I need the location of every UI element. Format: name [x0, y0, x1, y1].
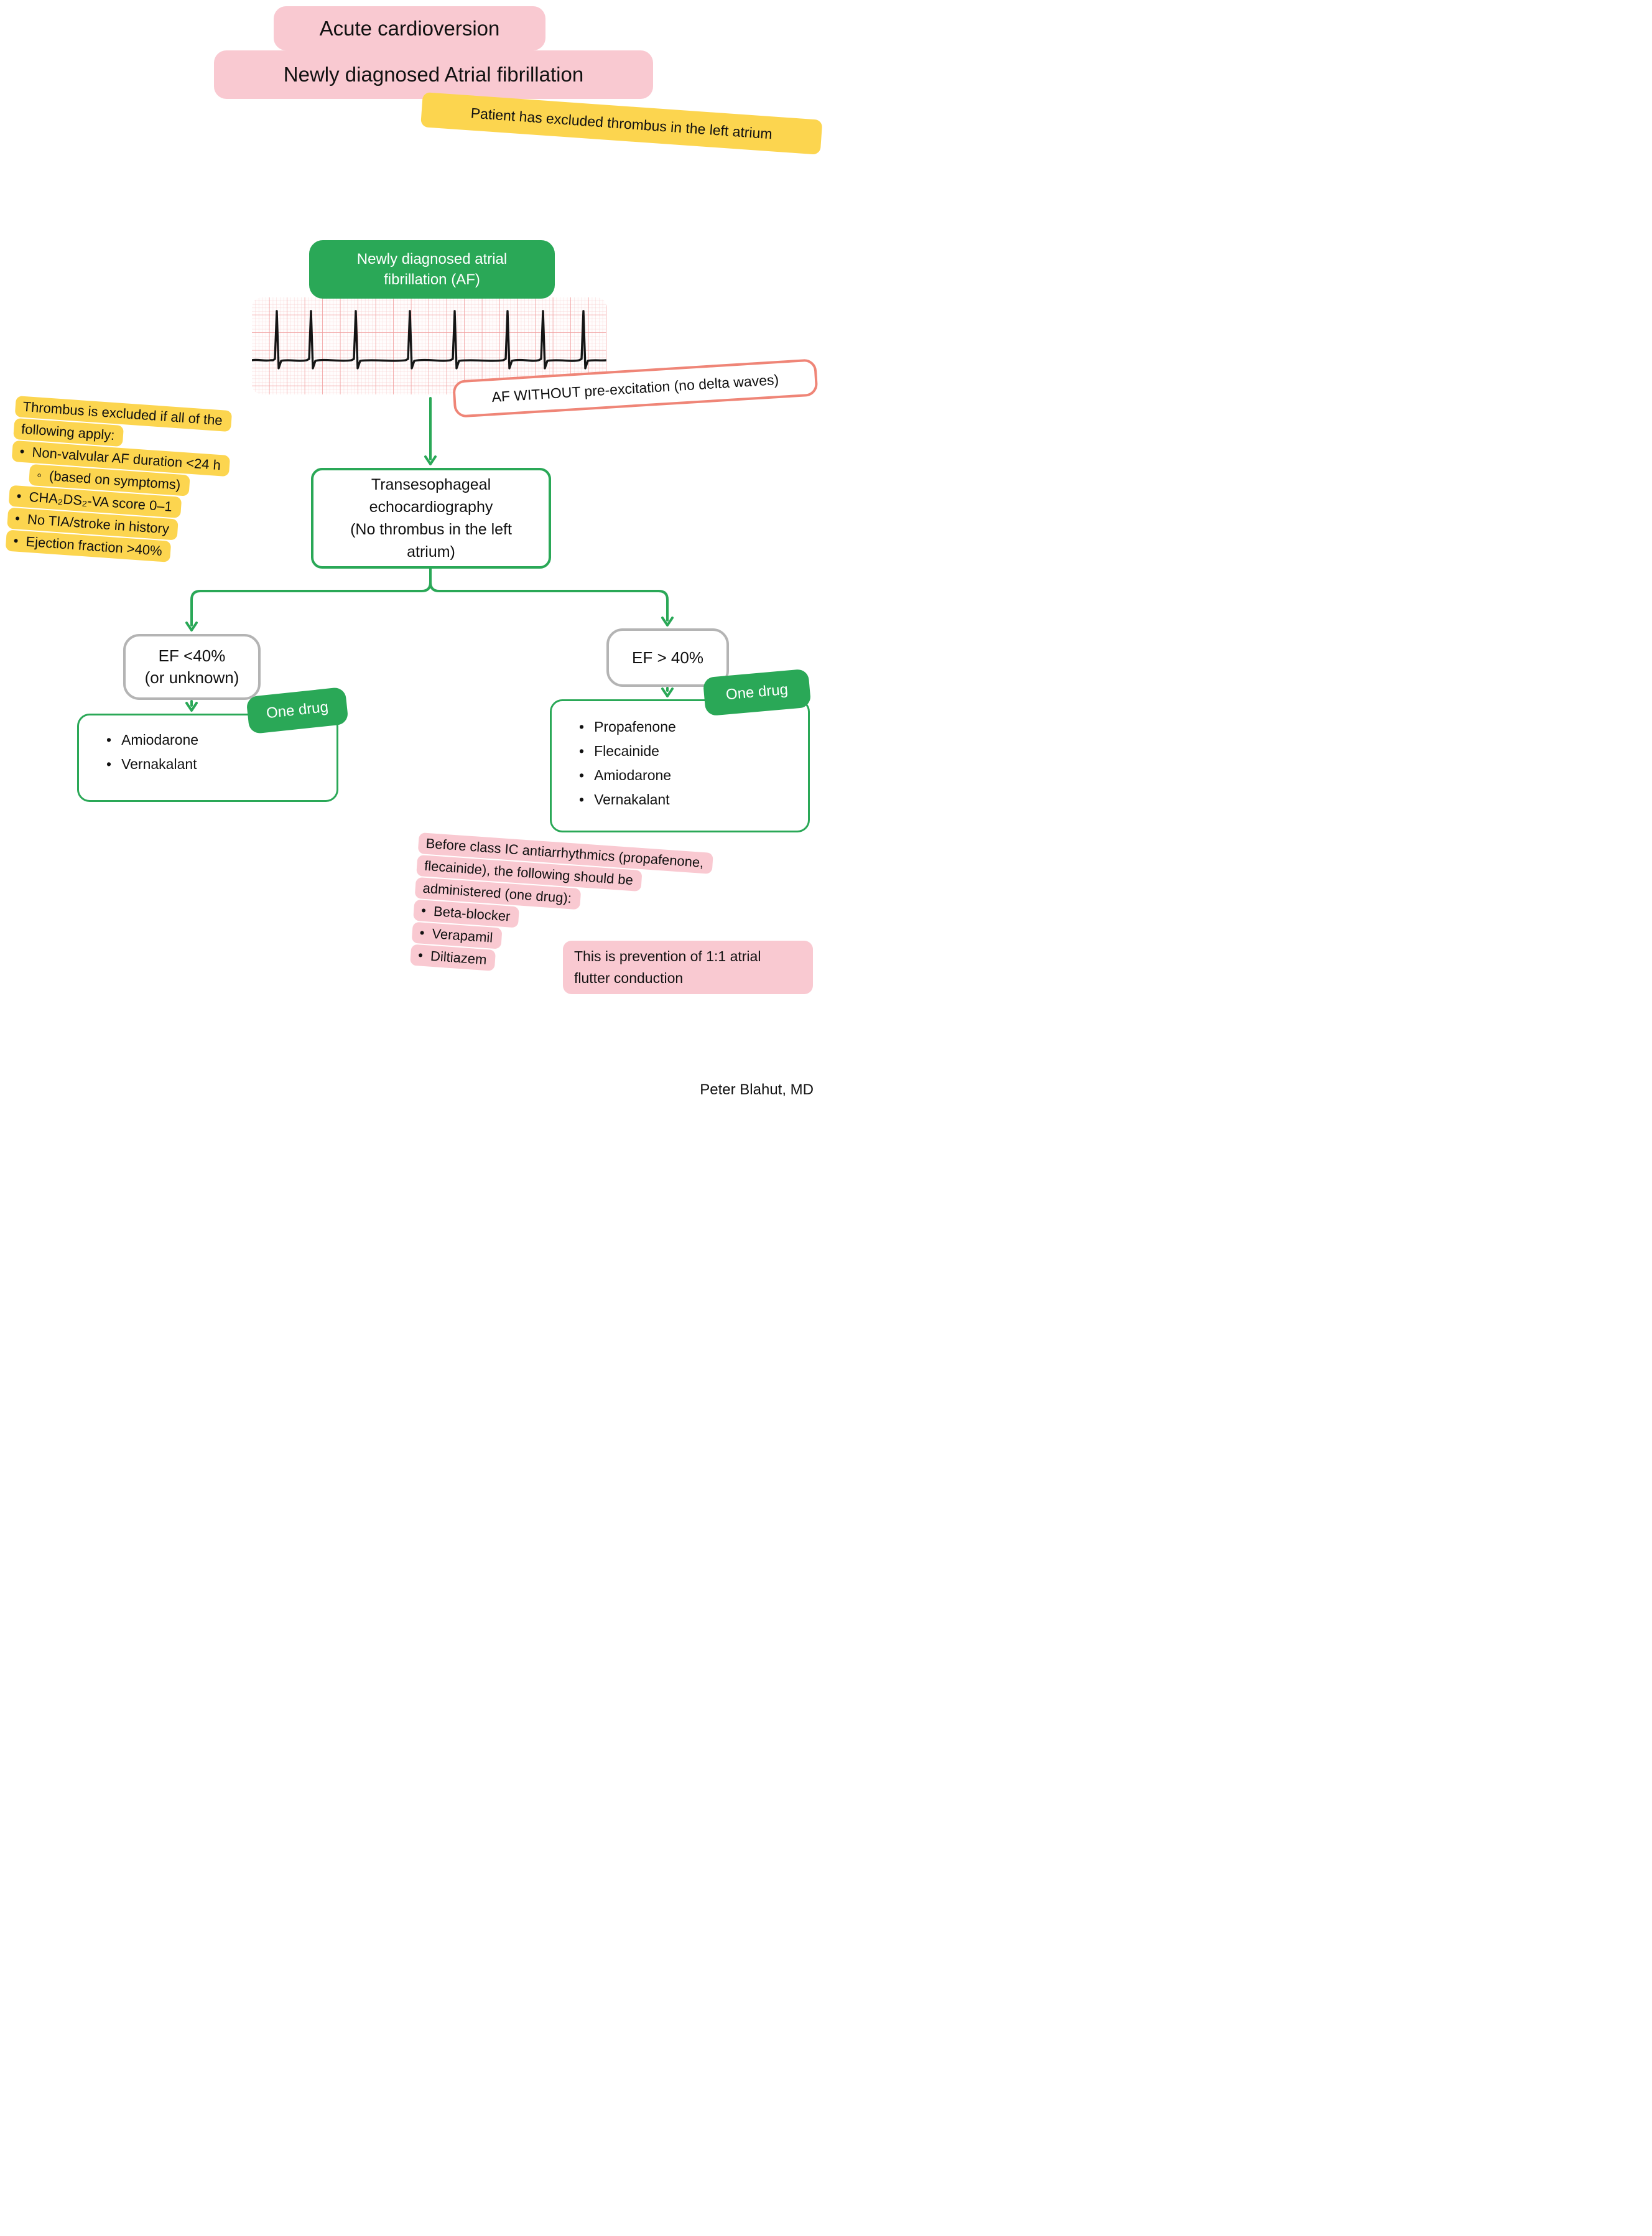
- title-line2-text: Newly diagnosed Atrial fibrillation: [283, 63, 584, 86]
- one-drug-label: One drug: [725, 681, 789, 704]
- tee-line1: Transesophageal: [371, 476, 491, 493]
- drug-item: Vernakalant: [106, 752, 336, 776]
- flow-ef-low-box: EF <40% (or unknown): [123, 634, 261, 700]
- arrowhead-tee: [424, 455, 437, 465]
- tee-line3: (No thrombus in the left: [350, 521, 512, 538]
- arrowhead-ef-high: [661, 617, 674, 627]
- arrowhead-ef-low: [185, 622, 198, 631]
- flow-start-line1: Newly diagnosed atrial: [356, 251, 508, 268]
- tee-line2: echocardiography: [369, 498, 493, 516]
- drugs-high-ef-box: Propafenone Flecainide Amiodarone Vernak…: [550, 699, 810, 832]
- drug-item: Vernakalant: [579, 788, 808, 812]
- flow-tee-box: Transesophageal echocardiography (No thr…: [311, 468, 551, 569]
- drug-item: Amiodarone: [106, 728, 336, 752]
- note-prevention-1to1-flutter: This is prevention of 1:1 atrial flutter…: [563, 941, 813, 994]
- note-thrombus-excluded: Thrombus is excluded if all of the follo…: [5, 396, 233, 567]
- prevention-line2: flutter conduction: [574, 970, 684, 986]
- ecg-strip: [252, 297, 606, 394]
- drug-item: Amiodarone: [579, 763, 808, 788]
- arrowhead-drugs-low: [185, 702, 198, 712]
- flow-start-line2: fibrillation (AF): [384, 271, 480, 288]
- one-drug-label: One drug: [265, 698, 330, 722]
- note-af-without-text: AF WITHOUT pre-excitation (no delta wave…: [491, 371, 779, 405]
- ef-low-line2: (or unknown): [144, 668, 239, 687]
- drug-item: Propafenone: [579, 715, 808, 739]
- prevention-line1: This is prevention of 1:1 atrial: [574, 948, 761, 964]
- author-credit: Peter Blahut, MD: [664, 1081, 814, 1099]
- tee-line4: atrium): [407, 543, 455, 561]
- ecg-strip-graphic: [252, 297, 606, 394]
- title-acute-cardioversion: Acute cardioversion: [274, 6, 545, 50]
- flow-ef-high-box: EF > 40%: [606, 628, 729, 687]
- drug-item: Flecainide: [579, 739, 808, 763]
- title-newly-diagnosed-af: Newly diagnosed Atrial fibrillation: [214, 50, 653, 99]
- title-line1-text: Acute cardioversion: [319, 16, 500, 40]
- ef-low-line1: EF <40%: [158, 646, 226, 665]
- arrowhead-drugs-high: [661, 687, 674, 697]
- flow-start-newly-diagnosed-af: Newly diagnosed atrial fibrillation (AF): [309, 240, 555, 299]
- author-text: Peter Blahut, MD: [700, 1081, 814, 1098]
- flow-connectors: [185, 397, 674, 712]
- ecg-trace: [252, 310, 606, 370]
- poster-canvas: Acute cardioversion Newly diagnosed Atri…: [0, 0, 826, 1118]
- ef-high-text: EF > 40%: [632, 648, 703, 667]
- connector-branch-right: [429, 581, 669, 622]
- connector-branch-left: [190, 581, 432, 627]
